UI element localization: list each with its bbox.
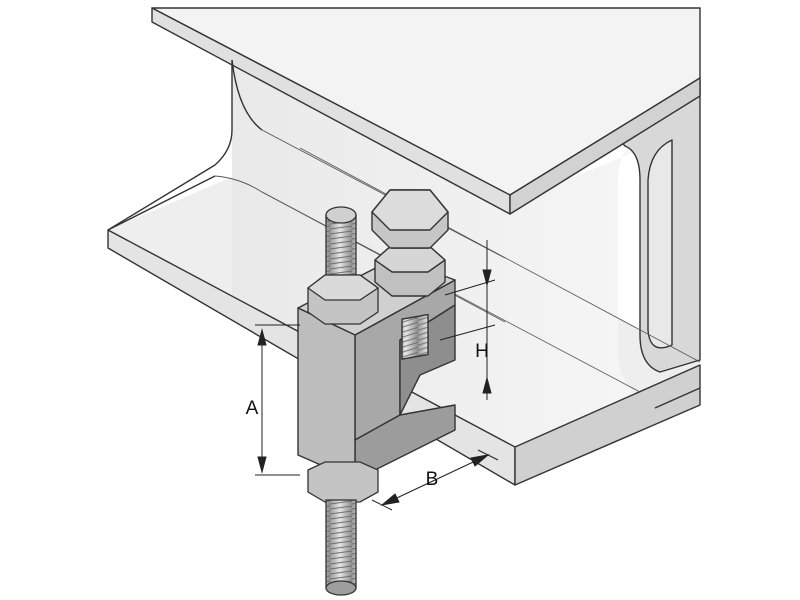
threaded-rod <box>306 206 380 596</box>
dimension-label-b: B <box>426 469 439 490</box>
threaded-rod-lower <box>325 499 357 589</box>
top-flange-end-edge <box>509 77 701 215</box>
hex-bolt <box>371 189 449 297</box>
set-screw <box>401 313 429 360</box>
rod-nut-bottom <box>307 461 379 503</box>
dimension-label-h: H <box>475 341 489 362</box>
bottom-flange-end-face <box>514 364 701 486</box>
clamp-front-face <box>297 307 356 481</box>
dimension-lines <box>255 240 499 511</box>
dimension-label-a: A <box>246 398 259 419</box>
